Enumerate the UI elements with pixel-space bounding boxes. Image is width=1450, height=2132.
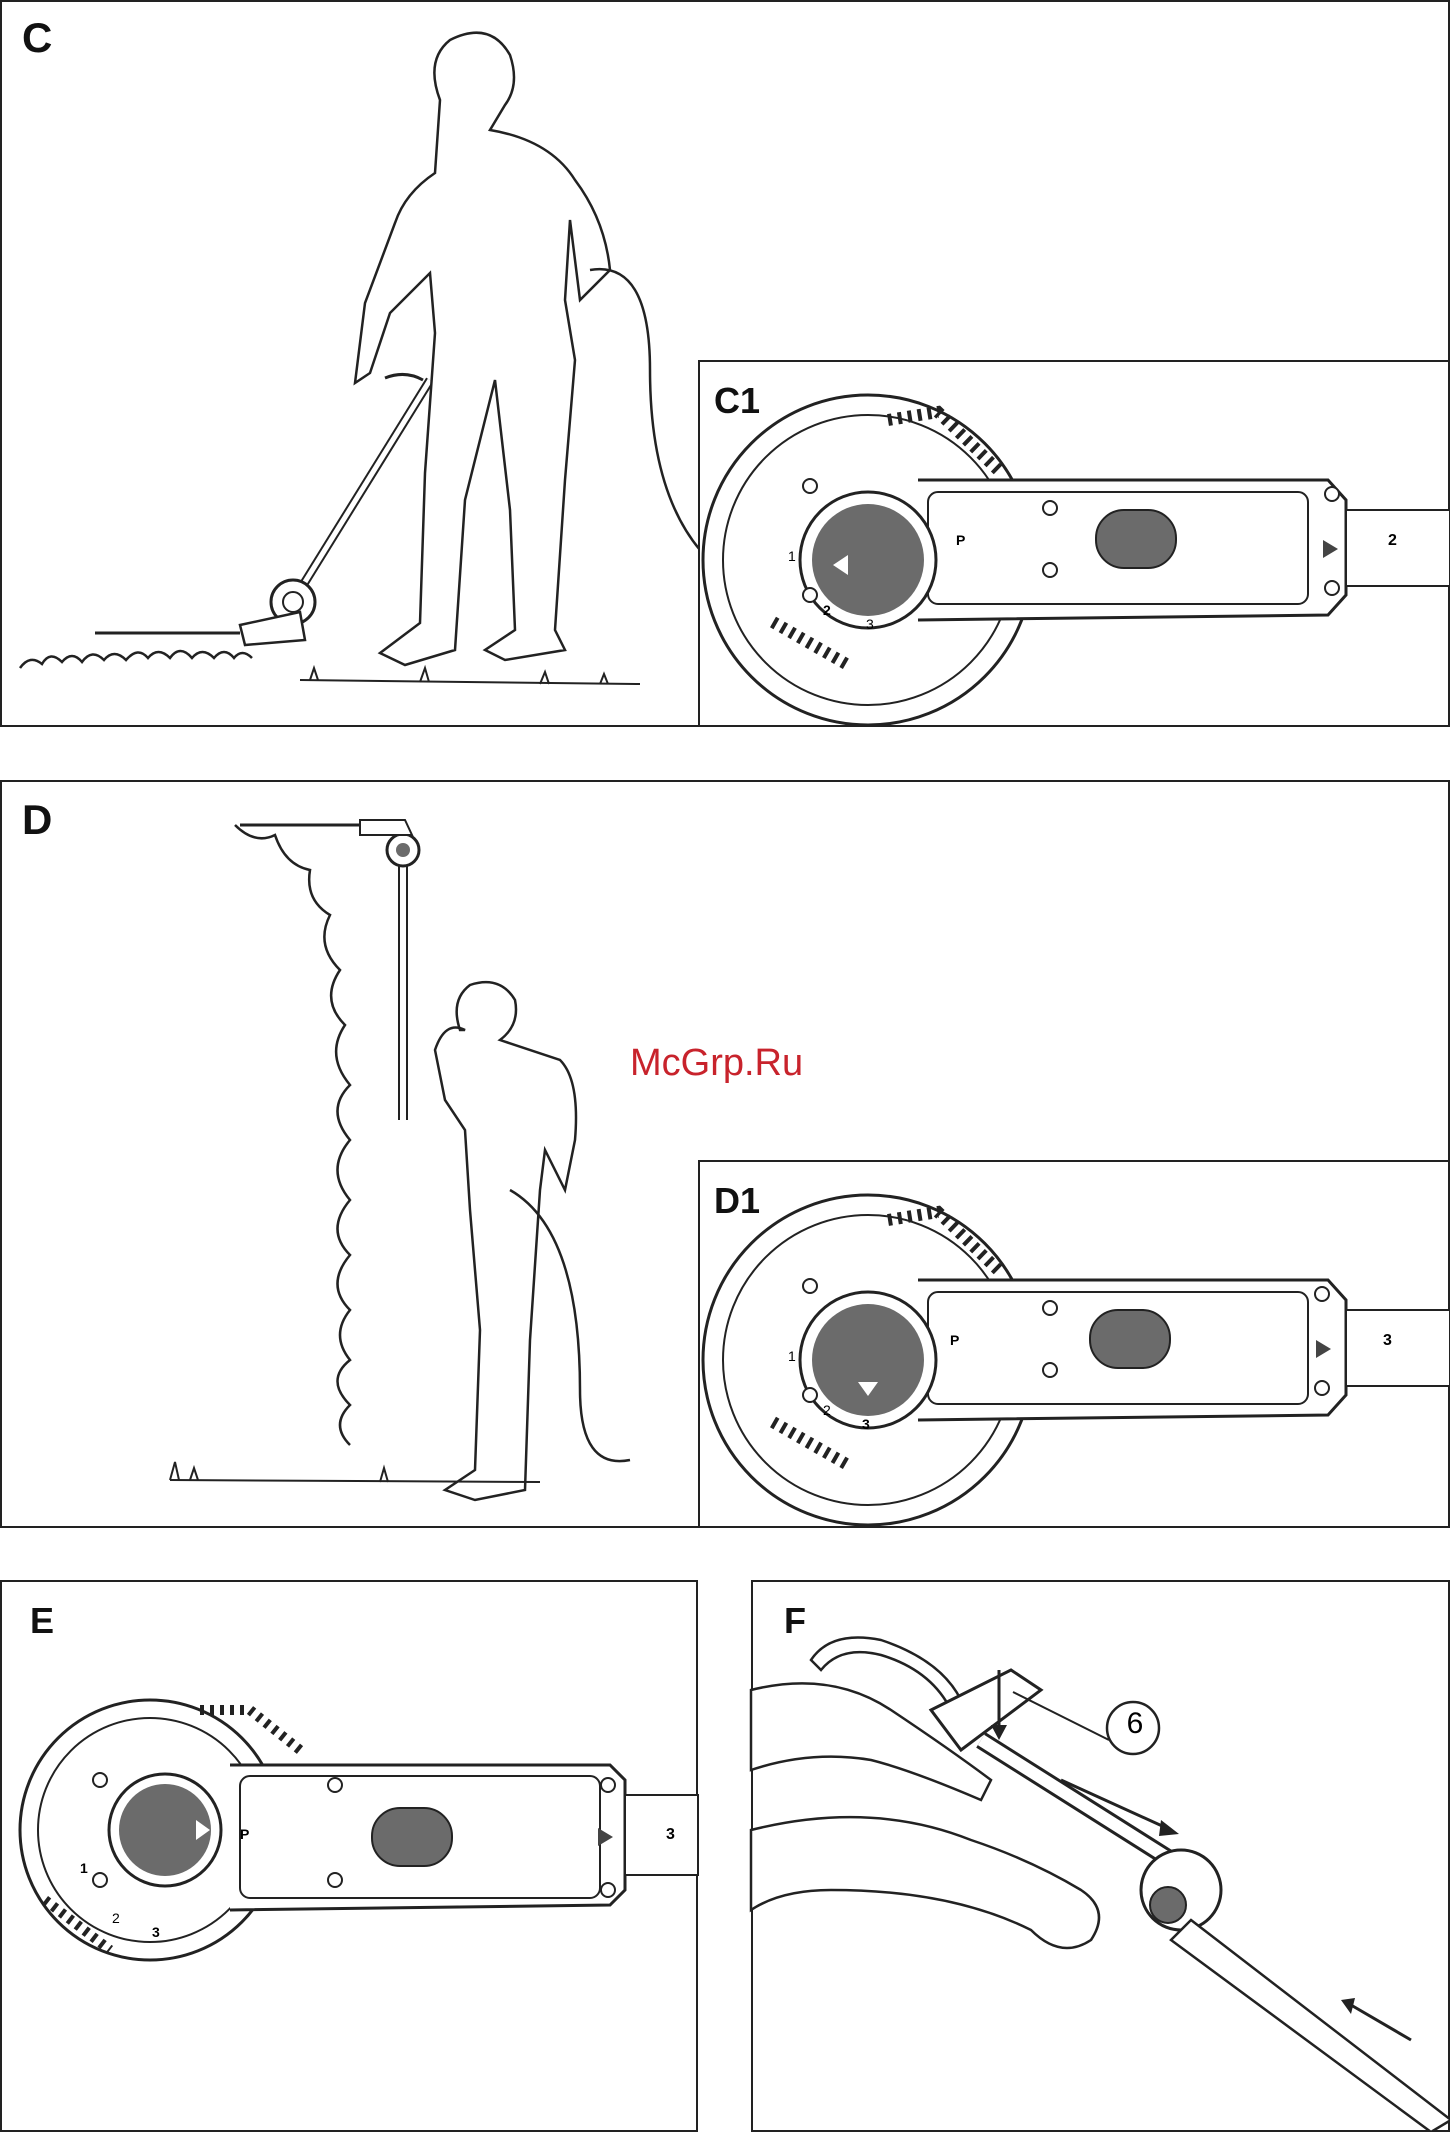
- dial-diagram-d1: [698, 1160, 1450, 1528]
- c1-mark-3: 3: [866, 616, 874, 632]
- e-mark-3: 3: [152, 1924, 160, 1940]
- c1-handle-mark: 2: [1388, 532, 1397, 550]
- e-park-mark: P: [240, 1826, 249, 1842]
- e-mark-2: 2: [112, 1910, 120, 1926]
- c1-mark-1: 1: [788, 548, 796, 564]
- callout-6: 6: [1123, 1707, 1147, 1741]
- c1-park-mark: P: [956, 532, 965, 548]
- d1-mark-2: 2: [823, 1402, 831, 1418]
- d1-handle-mark: 3: [1383, 1332, 1392, 1350]
- watermark: McGrp.Ru: [630, 1042, 803, 1085]
- d1-park-mark: P: [950, 1332, 959, 1348]
- d1-mark-1: 1: [788, 1348, 796, 1364]
- d1-mark-3: 3: [862, 1416, 870, 1432]
- e-mark-1: 1: [80, 1860, 88, 1876]
- dial-diagram-c1: [698, 360, 1450, 727]
- c1-mark-2: 2: [823, 602, 831, 618]
- illustration-f: [751, 1580, 1450, 2132]
- e-handle-mark: 3: [666, 1826, 675, 1844]
- dial-diagram-e: [0, 1580, 698, 2132]
